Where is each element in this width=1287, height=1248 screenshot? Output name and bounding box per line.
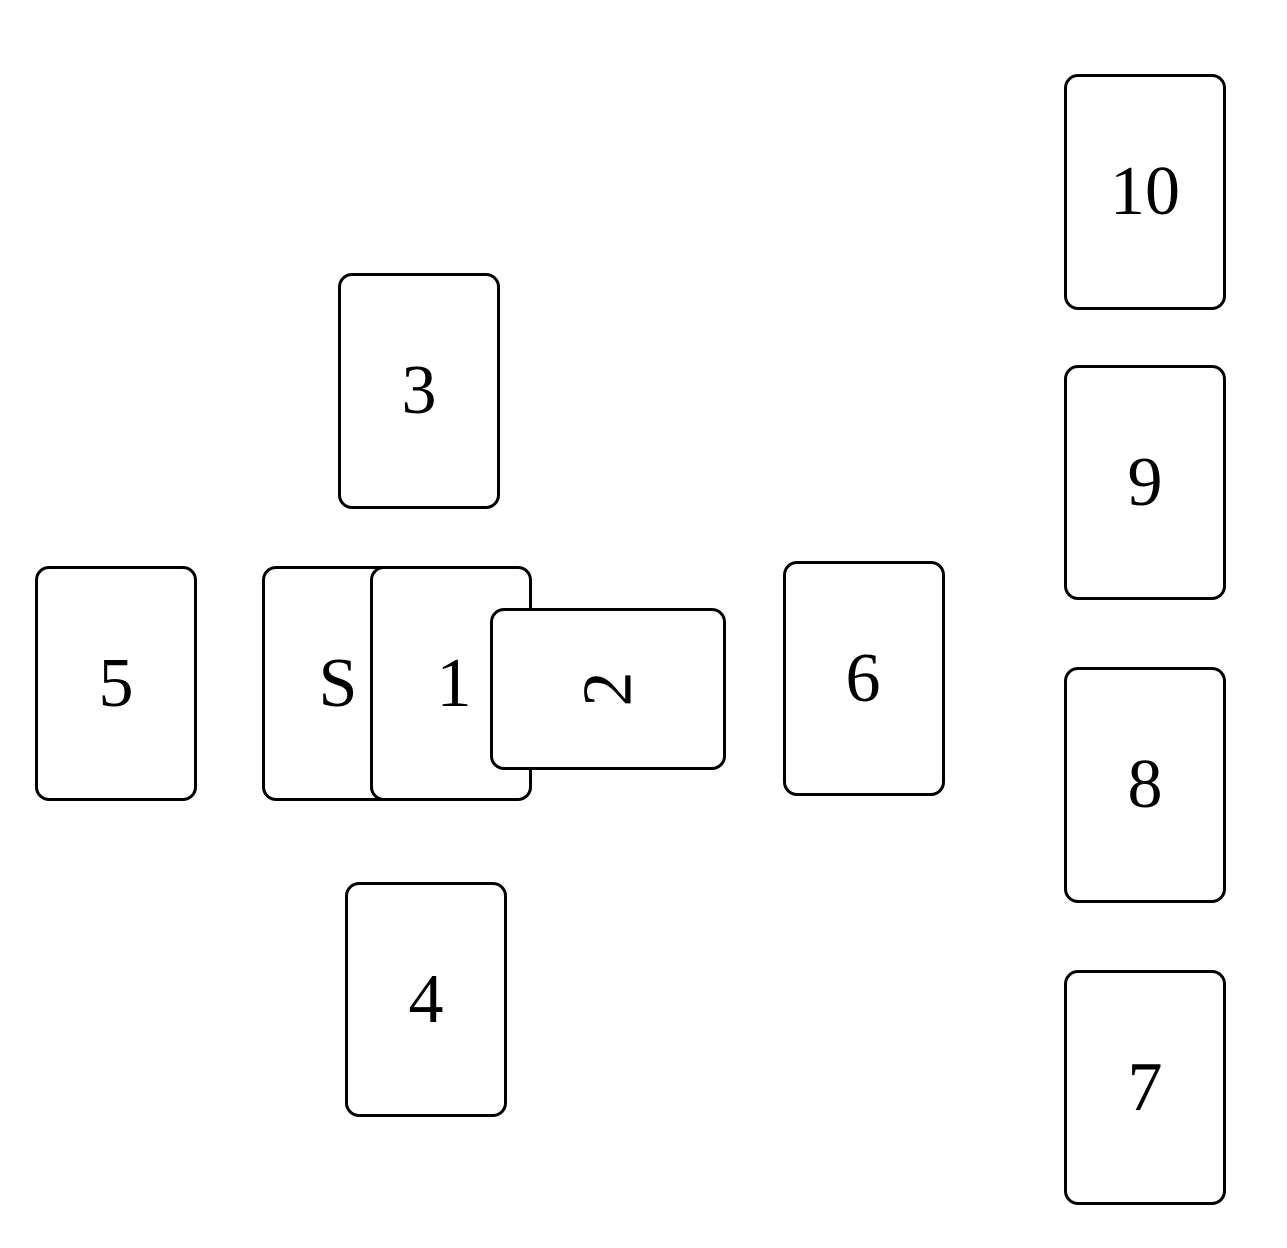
card-7: 7 xyxy=(1064,970,1226,1205)
card-5: 5 xyxy=(35,566,197,801)
card-5-label: 5 xyxy=(98,644,134,722)
card-9-label: 9 xyxy=(1127,443,1163,521)
card-3-label: 3 xyxy=(401,352,437,429)
card-6-label: 6 xyxy=(845,639,881,717)
card-7-label: 7 xyxy=(1127,1048,1163,1126)
card-2-crossing: 2 xyxy=(490,608,726,770)
card-4-label: 4 xyxy=(408,960,444,1038)
card-4: 4 xyxy=(345,882,507,1117)
card-significator-label: S xyxy=(318,644,358,722)
card-3: 3 xyxy=(338,273,500,509)
card-6: 6 xyxy=(783,561,945,796)
card-8: 8 xyxy=(1064,667,1226,903)
card-2-label: 2 xyxy=(569,671,646,707)
card-10-label: 10 xyxy=(1110,153,1180,230)
card-10: 10 xyxy=(1064,74,1226,310)
card-8-label: 8 xyxy=(1127,746,1163,823)
card-9: 9 xyxy=(1064,365,1226,600)
card-1-label: 1 xyxy=(436,644,472,722)
